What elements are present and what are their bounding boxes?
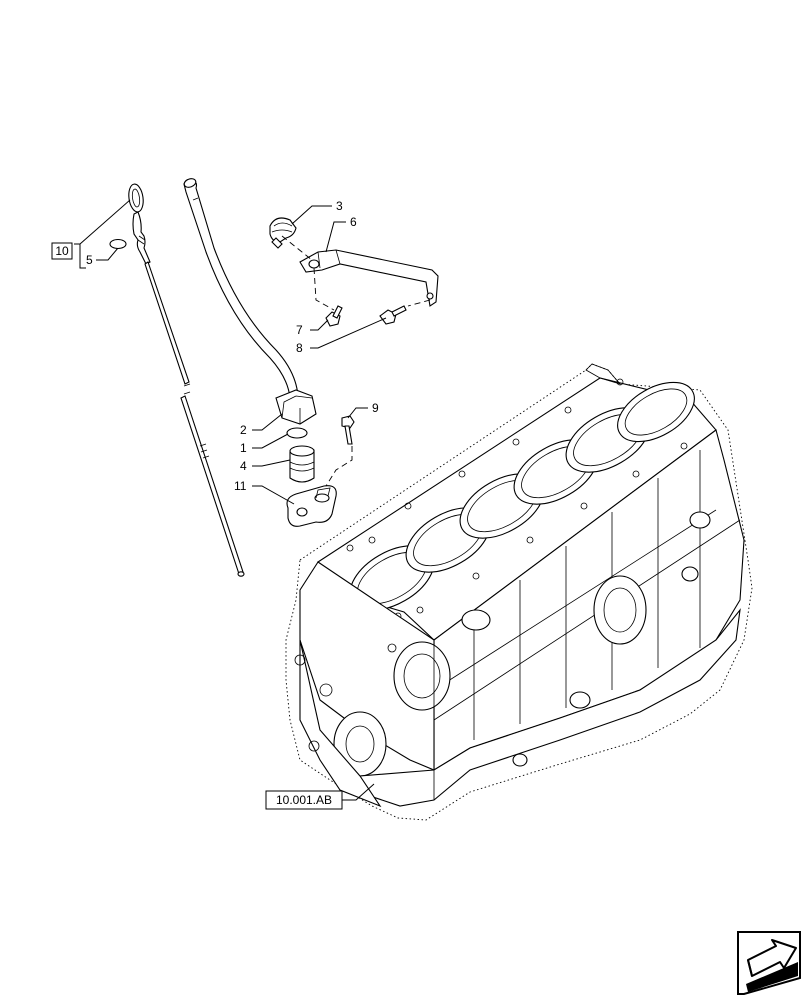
mounting-flange (286, 485, 337, 527)
callout-5-label: 5 (86, 253, 93, 267)
callout-6-label: 6 (350, 215, 357, 229)
dipstick-guide-tube (183, 178, 317, 425)
assembly-lines (281, 235, 431, 487)
engine-block-reference-box[interactable]: 10.001.AB (265, 790, 343, 810)
bolt-8 (379, 305, 407, 325)
callout-10-label: 10 (55, 244, 69, 258)
engine-block (285, 363, 753, 821)
next-page-arrow-icon[interactable] (737, 931, 801, 995)
callout-3-label: 3 (336, 199, 343, 213)
dipstick (128, 183, 245, 577)
bolt-7 (325, 305, 343, 327)
engine-block-reference-label: 10.001.AB (276, 793, 332, 807)
leader-lines (74, 199, 387, 801)
bolt-9 (341, 415, 355, 445)
callout-8-label: 8 (296, 341, 303, 355)
callout-11-label: 11 (234, 479, 247, 493)
clamp (269, 217, 297, 249)
adapter-fitting (289, 445, 315, 483)
callout-7-label: 7 (296, 323, 303, 337)
callout-4-label: 4 (240, 459, 247, 473)
callout-9-label: 9 (372, 401, 379, 415)
callout-2-label: 2 (240, 423, 247, 437)
callout-1-label: 1 (240, 441, 247, 455)
callout-10-ref-box[interactable]: 10 (51, 242, 73, 260)
support-bracket (299, 249, 439, 307)
o-ring-1 (286, 427, 308, 439)
